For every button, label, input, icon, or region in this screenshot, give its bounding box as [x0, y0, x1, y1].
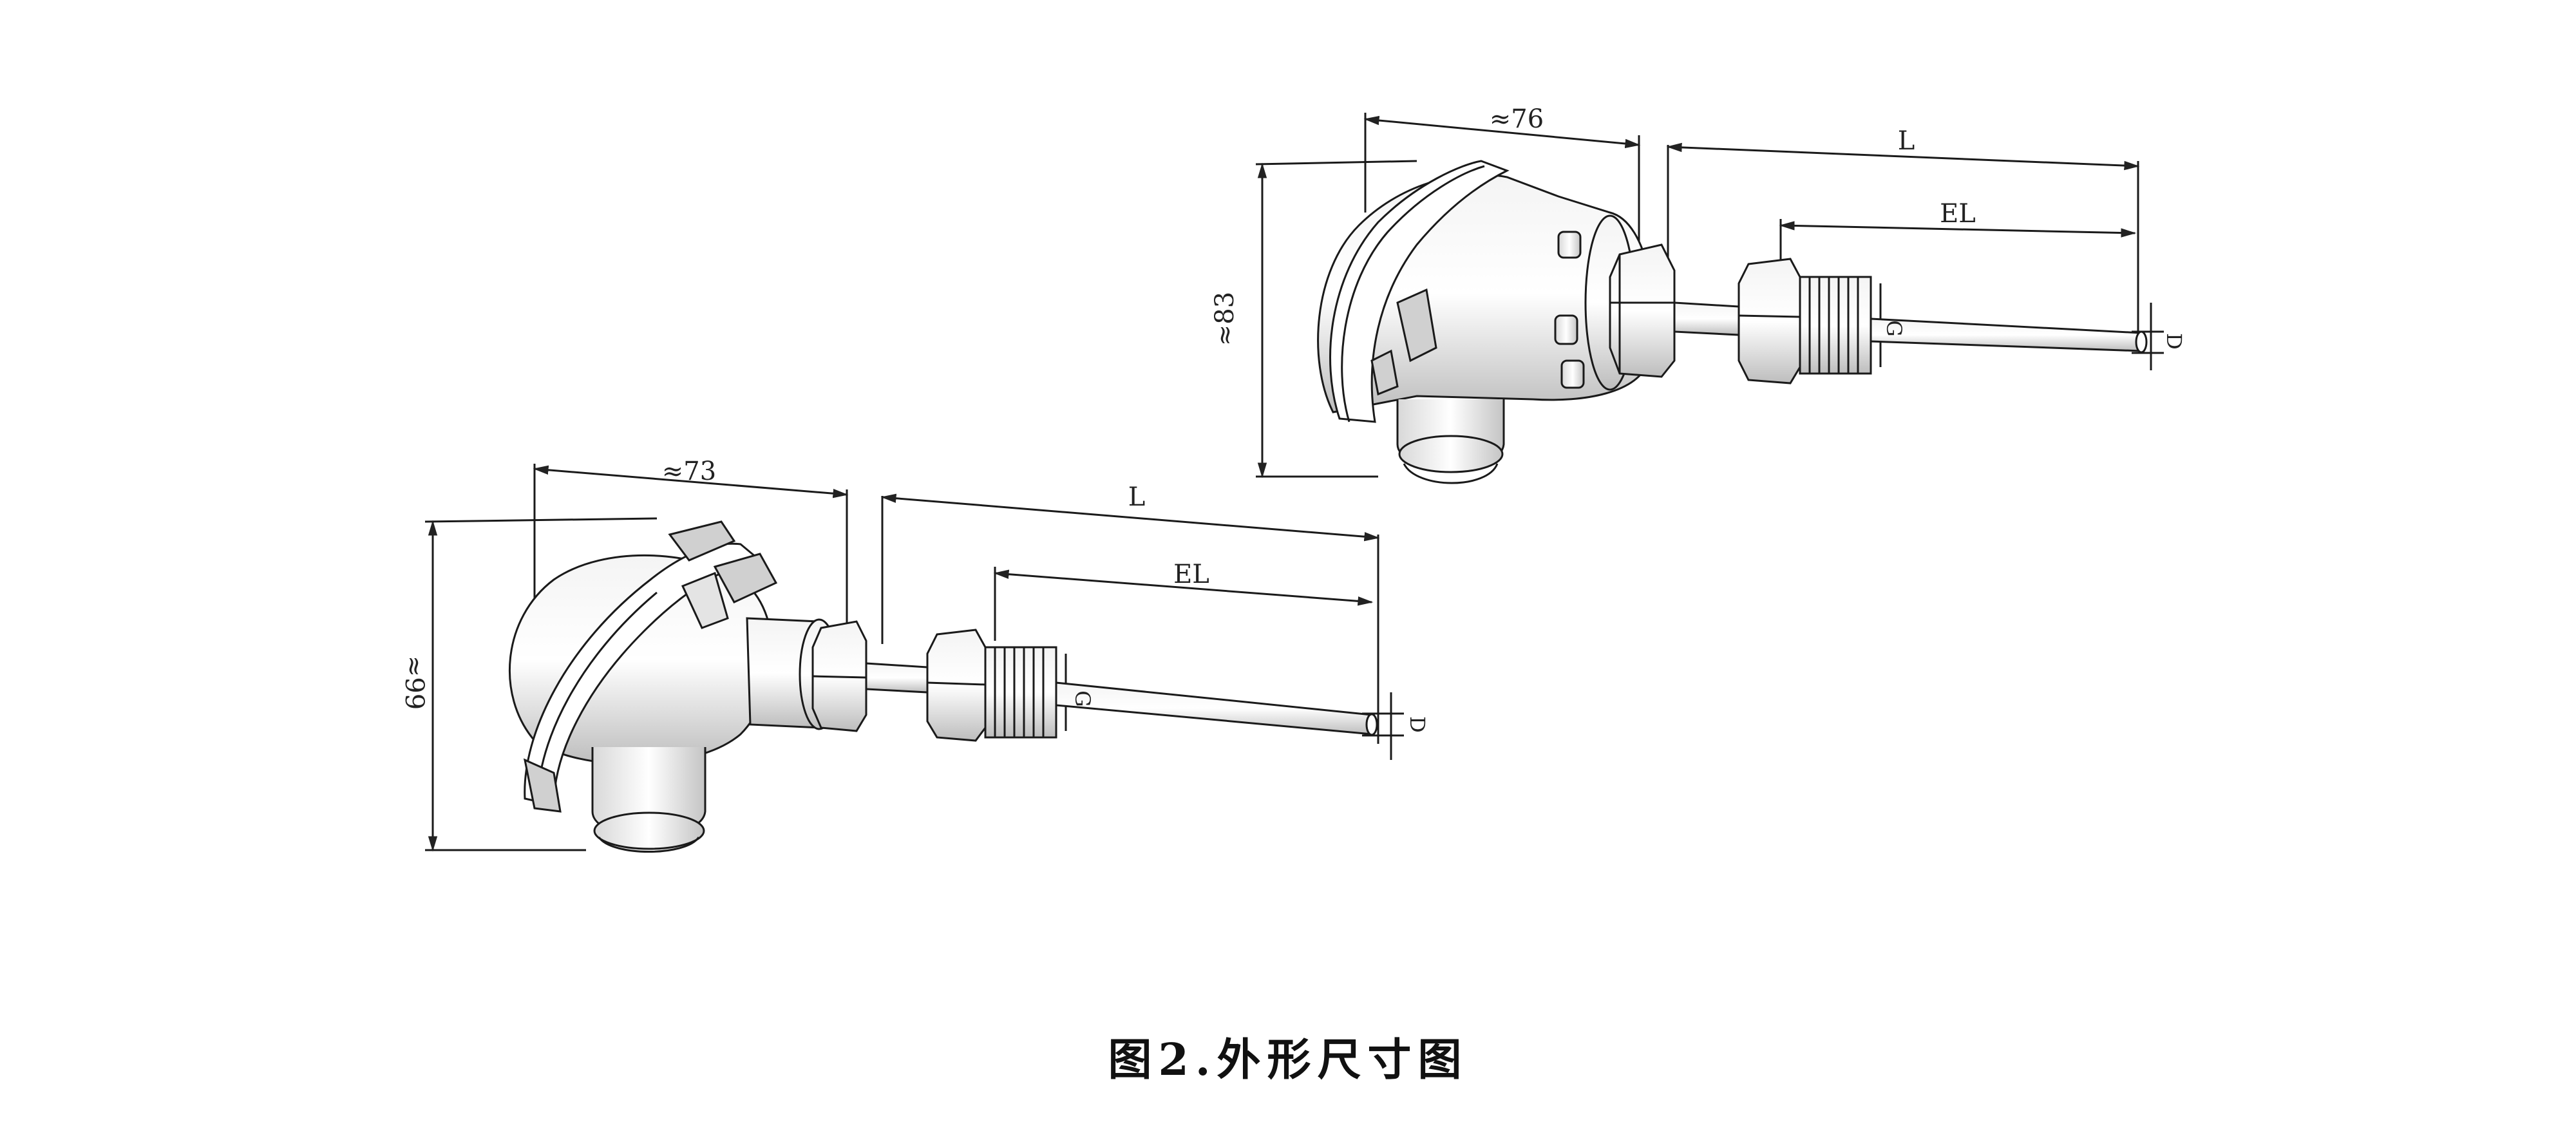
label-diameter-small: D — [1405, 716, 1430, 733]
label-head-width-large: ≈76 — [1490, 104, 1544, 134]
dim-diameter-small — [1362, 692, 1404, 760]
dim-head-height-small — [424, 517, 658, 852]
dim-insertion-length-small — [993, 567, 1374, 641]
label-head-height-large: ≈83 — [1210, 292, 1240, 346]
thermocouple-small — [424, 464, 1404, 853]
thermocouple-large — [1255, 113, 2164, 484]
dim-head-width-small — [533, 464, 849, 644]
label-thread-large: G — [1882, 320, 1906, 337]
stem-small — [865, 662, 929, 694]
label-length-small: L — [1128, 482, 1146, 512]
compression-hex-large — [1738, 258, 1801, 384]
dim-head-height-large — [1255, 160, 1417, 479]
compression-hex-small — [926, 629, 987, 742]
dim-length-small — [880, 493, 1380, 744]
thread-small — [984, 646, 1067, 739]
thread-large — [1799, 276, 1882, 375]
hex-nut-small — [811, 620, 867, 732]
label-head-width-small: ≈73 — [662, 457, 716, 486]
connection-head-large — [1317, 160, 1654, 484]
label-thread-small: G — [1070, 690, 1095, 707]
connection-head-small — [508, 520, 840, 853]
sheath-small — [1055, 681, 1373, 735]
dim-length-large — [1666, 142, 2140, 341]
sheath-large — [1870, 318, 2143, 352]
dim-diameter-large — [2132, 303, 2164, 370]
label-insertion-large: EL — [1940, 199, 1976, 229]
hex-nut-large — [1609, 243, 1676, 378]
label-diameter-large: D — [2162, 333, 2186, 350]
figure-caption: 图2.外形尺寸图 — [1108, 1034, 1468, 1086]
label-insertion-small: EL — [1173, 560, 1209, 589]
label-head-height-small: ≈99 — [399, 656, 429, 710]
label-length-large: L — [1898, 126, 1915, 156]
stem-large — [1673, 301, 1740, 336]
